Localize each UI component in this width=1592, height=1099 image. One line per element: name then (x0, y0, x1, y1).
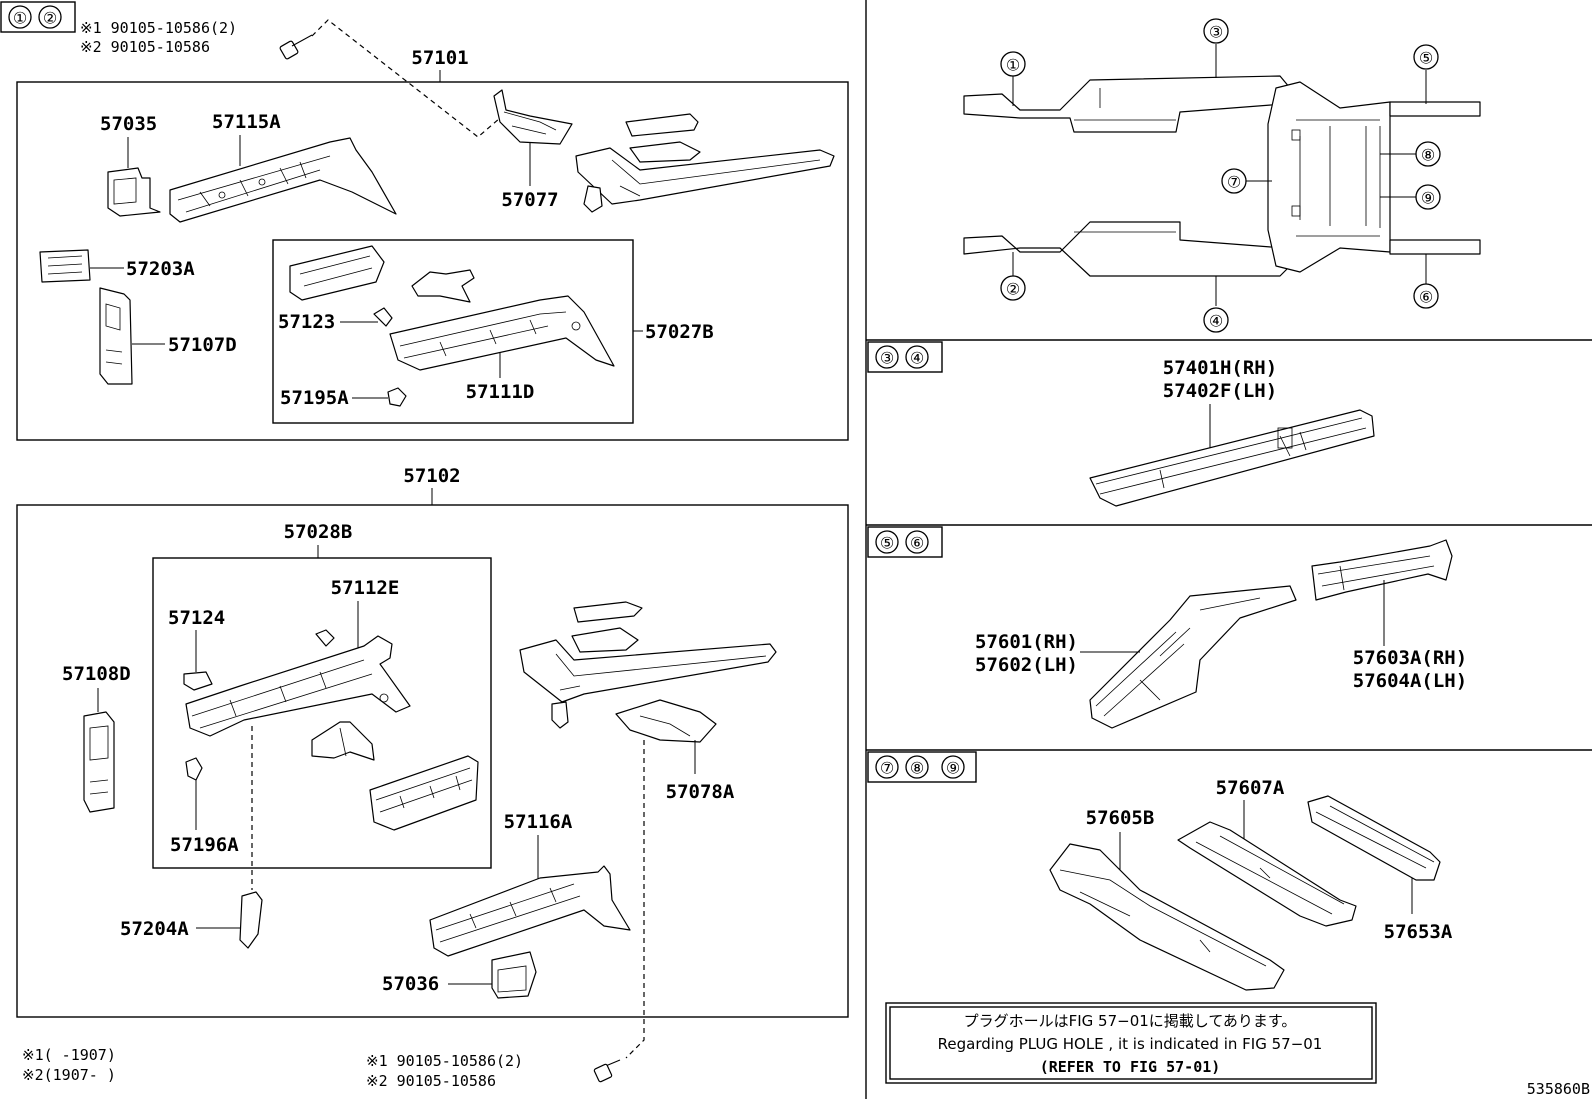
label-57035: 57035 (100, 113, 157, 135)
overview-callout-6: ⑥ (1419, 288, 1433, 307)
part-57028B-lower (369, 755, 479, 831)
label-57604A: 57604A(LH) (1353, 670, 1467, 692)
dashed-bolt-bottom (625, 740, 645, 1059)
note-en: Regarding PLUG HOLE , it is indicated in… (938, 1035, 1323, 1053)
part-57036 (491, 951, 537, 999)
group-a-frame (16, 81, 849, 441)
label-57028B: 57028B (284, 521, 353, 543)
label-57111D: 57111D (466, 381, 535, 403)
bolt-top-icon (279, 34, 313, 60)
part-57115A (169, 137, 397, 223)
part-57601 (1089, 585, 1297, 729)
part-57603A (1311, 539, 1453, 601)
group-b-title: 57102 (403, 465, 460, 487)
part-57653A (1307, 795, 1441, 881)
part-57605B (1049, 843, 1285, 991)
label-57653A: 57653A (1384, 921, 1453, 943)
label-57402F: 57402F(LH) (1163, 380, 1277, 402)
label-57401H: 57401H(RH) (1163, 357, 1277, 379)
label-57077: 57077 (501, 189, 558, 211)
underbody-overview (963, 75, 1481, 277)
label-57601: 57601(RH) (975, 631, 1078, 653)
bolt-top-dashed-line (311, 19, 501, 138)
part-57116A (429, 865, 631, 957)
figure-id: 535860B (1527, 1080, 1590, 1098)
part-apron-upper-b (519, 601, 777, 729)
tag-3: ③ (880, 349, 894, 368)
bolt-top-line1: ※1 90105-10586(2) (80, 19, 237, 37)
overview-callout-9: ⑨ (1421, 189, 1435, 208)
part-57123 (373, 307, 393, 327)
part-57027B-upper (289, 245, 475, 303)
part-57195A (387, 387, 407, 407)
bolt-bottom-line1: ※1 90105-10586(2) (366, 1052, 523, 1070)
label-57078A: 57078A (666, 781, 735, 803)
overview-callout-5: ⑤ (1419, 49, 1433, 68)
part-57107D (99, 287, 133, 385)
label-57027B: 57027B (645, 321, 714, 343)
part-57108D (83, 711, 115, 813)
group-b-frame (16, 504, 849, 1018)
label-57108D: 57108D (62, 663, 131, 685)
overview-callout-4: ④ (1209, 312, 1223, 331)
overview-callout-8: ⑧ (1421, 146, 1435, 165)
label-57603A: 57603A(RH) (1353, 647, 1467, 669)
section-tag-56: ⑤ ⑥ (867, 526, 943, 558)
tag-7: ⑦ (880, 759, 894, 778)
label-57112E: 57112E (331, 577, 400, 599)
label-57116A: 57116A (504, 811, 573, 833)
overview-callout-3: ③ (1209, 23, 1223, 42)
label-57605B: 57605B (1086, 807, 1155, 829)
part-apron-upper-a (575, 113, 835, 213)
tag-8: ⑧ (910, 759, 924, 778)
group-a-title: 57101 (411, 47, 468, 69)
overview-callouts: ① ② ③ ④ ⑤ ⑥ ⑦ ⑧ ⑨ (1000, 18, 1441, 333)
tag-2: ② (43, 9, 57, 28)
footnote-1: ※1( -1907) (22, 1046, 116, 1064)
footnote-2: ※2(1907- ) (22, 1066, 116, 1084)
bolt-top-line2: ※2 90105-10586 (80, 38, 210, 56)
label-57107D: 57107D (168, 334, 237, 356)
tag-1: ① (13, 9, 27, 28)
part-57607A (1177, 821, 1357, 927)
part-57028B-brace (311, 721, 375, 761)
tag-6: ⑥ (910, 534, 924, 553)
part-57204A (239, 891, 263, 949)
note-ref: (REFER TO FIG 57-01) (1040, 1058, 1221, 1076)
part-57203A (39, 249, 91, 283)
overview-callout-2: ② (1006, 280, 1020, 299)
overview-callout-1: ① (1006, 56, 1020, 75)
group-b-inner-frame (152, 557, 492, 869)
part-57112E (185, 629, 411, 737)
label-57195A: 57195A (280, 387, 349, 409)
section-tag-12: ① ② (0, 1, 76, 33)
label-57115A: 57115A (212, 111, 281, 133)
label-57204A: 57204A (120, 918, 189, 940)
part-57124 (183, 671, 213, 691)
label-57124: 57124 (168, 607, 225, 629)
label-57607A: 57607A (1216, 777, 1285, 799)
label-57203A: 57203A (126, 258, 195, 280)
part-57111D (389, 295, 615, 371)
overview-callout-7: ⑦ (1227, 173, 1241, 192)
part-57196A (185, 757, 203, 781)
plug-hole-note: プラグホールはFIG 57−01に掲載してあります。 Regarding PLU… (885, 1002, 1377, 1084)
tag-9: ⑨ (946, 759, 960, 778)
part-rocker (1089, 409, 1375, 507)
section-tag-34: ③ ④ (867, 341, 943, 373)
section-tag-789: ⑦ ⑧ ⑨ (867, 751, 977, 783)
bolt-bottom-icon (593, 1059, 621, 1083)
note-jp: プラグホールはFIG 57−01に掲載してあります。 (964, 1012, 1297, 1030)
label-57036: 57036 (382, 973, 439, 995)
part-57078A (615, 699, 717, 743)
label-57123: 57123 (278, 311, 335, 333)
bolt-bottom-line2: ※2 90105-10586 (366, 1072, 496, 1090)
label-57602: 57602(LH) (975, 654, 1078, 676)
tag-4: ④ (910, 349, 924, 368)
part-57077 (493, 89, 573, 145)
label-57196A: 57196A (170, 834, 239, 856)
part-57035 (107, 167, 161, 217)
tag-5: ⑤ (880, 534, 894, 553)
